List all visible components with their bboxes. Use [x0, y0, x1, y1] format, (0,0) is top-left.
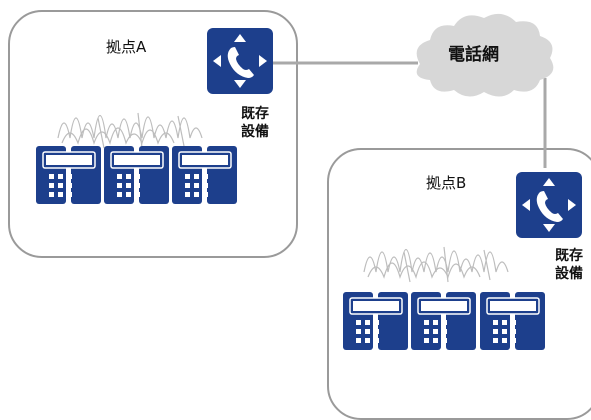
- existing-equipment-label-b: 既存 設備: [549, 247, 589, 283]
- equipment-label-line2: 設備: [241, 124, 269, 140]
- desk-phone-icon: [103, 145, 170, 205]
- desk-phone-icon: [479, 291, 546, 351]
- exchange-icon-a: [207, 28, 273, 94]
- equipment-label-line1: 既存: [555, 248, 583, 264]
- existing-equipment-label-a: 既存 設備: [235, 105, 275, 141]
- desk-phone-icon: [35, 145, 102, 205]
- site-b-label: 拠点B: [426, 174, 467, 192]
- equipment-label-line1: 既存: [241, 106, 269, 122]
- exchange-icon-b: [516, 172, 582, 238]
- equipment-label-line2: 設備: [555, 266, 583, 282]
- signal-waves-a: [57, 112, 203, 149]
- site-a-label: 拠点A: [106, 38, 147, 56]
- network-label: 電話網: [448, 45, 499, 65]
- signal-waves-b: [363, 246, 509, 283]
- desk-phone-icon: [171, 145, 238, 205]
- desk-phone-icon: [410, 291, 477, 351]
- diagram-graphics: [35, 13, 582, 351]
- cloud-icon: [416, 13, 554, 97]
- desk-phone-icon: [342, 291, 409, 351]
